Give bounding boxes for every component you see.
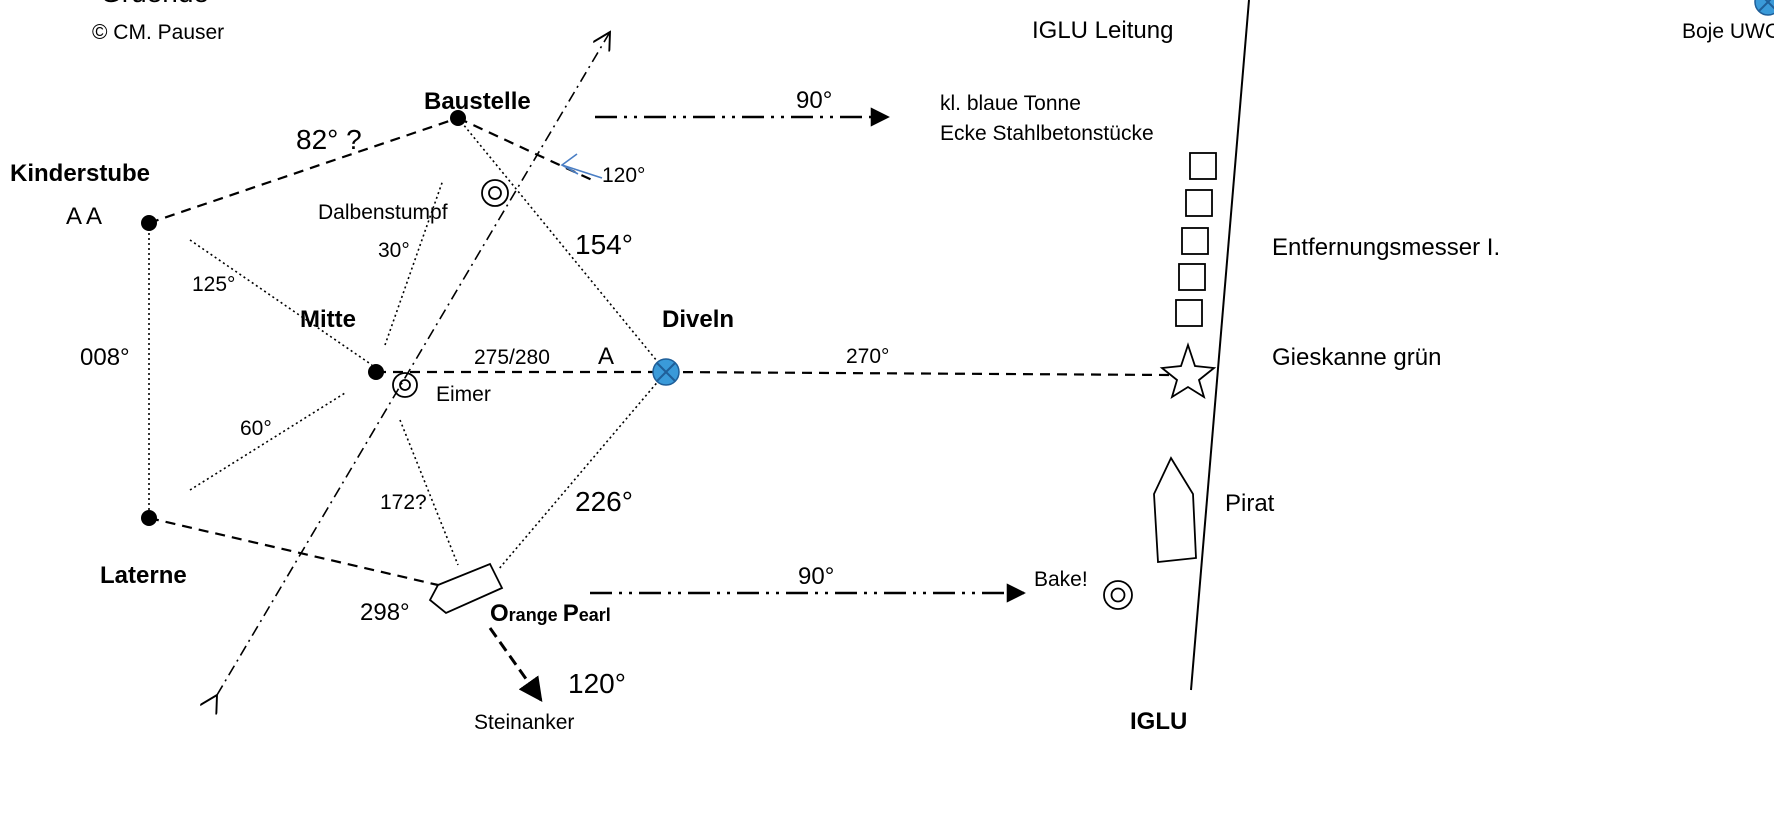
label-iglu-leitung: IGLU Leitung (1032, 17, 1173, 44)
label-diveln-mark: A (598, 343, 614, 370)
label-mitte: Mitte (300, 306, 356, 333)
boje-uwc-buoy-icon (1754, 0, 1774, 16)
iglu-line (1190, 0, 1250, 691)
bearing-82: 82° ? (296, 124, 362, 155)
orange-pearl-boat-icon (428, 562, 504, 615)
line-diveln-orange (497, 371, 667, 571)
label-steinanker: Steinanker (474, 711, 574, 734)
bearing-008: 008° (80, 344, 130, 371)
label-gieskanne: Gieskanne grün (1272, 344, 1441, 371)
square-icon (1178, 263, 1206, 291)
label-orange-pearl: Orange Pearl (490, 600, 611, 627)
bearing-226: 226° (575, 486, 633, 517)
label-boje-uwc: Boje UWC (1682, 20, 1774, 43)
square-icon (1185, 189, 1213, 217)
label-baustelle: Baustelle (424, 88, 531, 115)
entfernungsmesser-squares (1175, 152, 1217, 327)
label-kinderstube: Kinderstube (10, 160, 150, 187)
bearing-172: 172? (380, 491, 427, 514)
arrow-steinanker (488, 627, 543, 702)
label-entfernungsmesser: Entfernungsmesser I. (1272, 234, 1500, 261)
square-icon (1181, 227, 1209, 255)
laterne-point (141, 510, 157, 526)
bearing-154: 154° (575, 229, 633, 260)
bearing-steinanker: 120° (568, 668, 626, 699)
label-bake: Bake! (1034, 568, 1088, 591)
bearing-270: 270° (846, 345, 889, 368)
baustelle-point (450, 110, 466, 126)
bearing-30: 30° (378, 239, 410, 262)
label-dalbenstumpf: Dalbenstumpf (318, 201, 448, 224)
label-kinderstube-marks: A A (66, 203, 102, 230)
line-diveln-gieskanne (665, 370, 1171, 377)
bearing-125: 125° (192, 273, 235, 296)
label-laterne: Laterne (100, 562, 187, 589)
dalbenstumpf-marker-icon (481, 179, 509, 207)
long-axis (217, 32, 610, 695)
eimer-marker-icon (392, 372, 418, 398)
bake-marker-icon (1103, 580, 1133, 610)
bearing-120-blue: 120° (602, 164, 645, 187)
label-kl-blaue-tonne: kl. blaue Tonne (940, 92, 1081, 115)
label-iglu: IGLU (1130, 708, 1187, 735)
label-pirat: Pirat (1225, 490, 1275, 517)
label-diveln: Diveln (662, 306, 734, 333)
bearing-60: 60° (240, 417, 272, 440)
line-laterne-orange (148, 516, 439, 587)
copyright: © CM. Pauser (92, 21, 224, 44)
bearing-298: 298° (360, 599, 410, 626)
kinderstube-point (141, 215, 157, 231)
bearing-baustelle-east: 90° (796, 87, 832, 114)
ray-60 (189, 392, 346, 491)
bearing-275-280: 275/280 (474, 346, 550, 369)
cut-title: Gruende (100, 0, 209, 8)
blue-arrow-icon (560, 153, 603, 179)
line-baustelle-diveln (457, 117, 667, 373)
square-icon (1175, 299, 1203, 327)
star-icon (1159, 342, 1217, 400)
ray-125 (189, 239, 373, 366)
bearing-orange-east: 90° (798, 563, 834, 590)
diveln-buoy-icon (652, 358, 680, 386)
square-icon (1189, 152, 1217, 180)
label-ecke-stahlbeton: Ecke Stahlbetonstücke (940, 122, 1154, 145)
mitte-point (368, 364, 384, 380)
label-eimer: Eimer (436, 383, 491, 406)
pirat-boat-icon (1153, 456, 1197, 563)
